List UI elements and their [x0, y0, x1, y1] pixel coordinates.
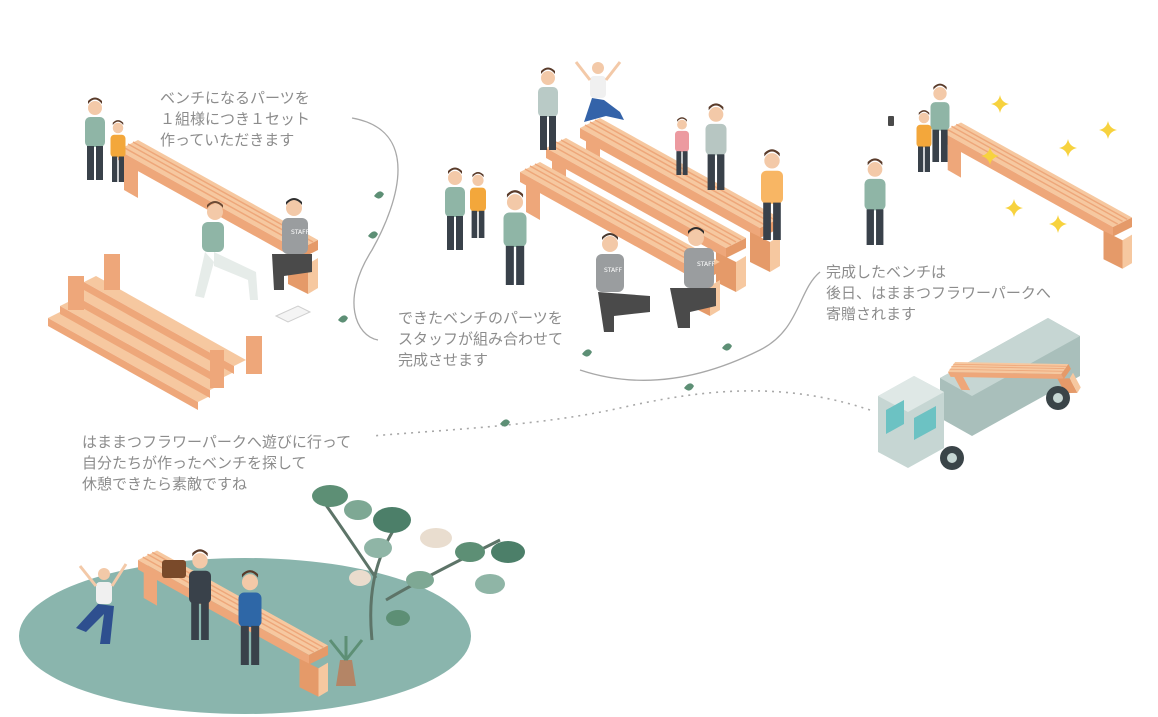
caption-line: 完成したベンチは — [826, 263, 947, 281]
leaf-icon — [338, 315, 348, 323]
jumping-child-park — [76, 563, 128, 644]
sparkle-icon — [1059, 139, 1077, 157]
caption-line: スタッフが組み合わせて — [398, 330, 564, 348]
caption-step1-make-parts: ベンチになるパーツを １組様につき１セット 作っていただきます — [160, 88, 310, 151]
sparkle-icon — [1099, 121, 1117, 139]
handbag-icon — [162, 560, 186, 578]
caption-line: 自分たちが作ったベンチを探して — [82, 454, 307, 472]
caption-line: 完成させます — [398, 351, 489, 369]
leaf-icon — [374, 191, 384, 199]
park-tree — [312, 485, 525, 641]
potted-plant-icon — [328, 636, 364, 686]
staff-tag: STAFF — [697, 261, 716, 268]
path-line-truck-to-step4 — [371, 390, 871, 437]
step4-park-scene — [19, 485, 525, 714]
leaf-icon — [684, 383, 694, 391]
instruction-booklet-icon — [274, 305, 312, 323]
step1-scene: STAFF — [48, 97, 319, 410]
caption-line: ベンチになるパーツを — [160, 89, 310, 107]
delivery-truck-icon — [878, 315, 1083, 470]
staff-tag: STAFF — [291, 229, 310, 236]
caption-line: はままつフラワーパークへ遊びに行って — [82, 433, 352, 451]
sparkle-icon — [1005, 199, 1023, 217]
step3-scene — [864, 83, 1133, 270]
jumping-child — [574, 61, 624, 122]
caption-line: 寄贈されます — [826, 305, 917, 323]
staff-tag: STAFF — [604, 267, 623, 274]
caption-line: できたベンチのパーツを — [398, 309, 563, 327]
path-line-step2-to-step3 — [579, 271, 821, 382]
caption-step3-donation: 完成したベンチは 後日、はままつフラワーパークへ 寄贈されます — [826, 262, 1051, 325]
leaf-icon — [500, 419, 510, 427]
path-line-step1-to-step2 — [351, 117, 399, 341]
kneeling-worker — [195, 201, 258, 300]
leaf-icon — [368, 231, 378, 239]
sparkle-icon — [1049, 215, 1067, 233]
staff-worker-3: STAFF — [670, 227, 716, 328]
phone-icon — [888, 116, 894, 126]
step2-scene: STAFF STAFF — [445, 61, 783, 332]
bench-parts — [48, 254, 262, 410]
caption-step4-visit-park: はままつフラワーパークへ遊びに行って 自分たちが作ったベンチを探して 休憩できた… — [82, 432, 351, 495]
staff-worker-2: STAFF — [596, 233, 650, 332]
caption-step2-staff-assembly: できたベンチのパーツを スタッフが組み合わせて 完成させます — [398, 308, 563, 371]
leaf-icon — [722, 343, 732, 351]
staff-worker-1: STAFF — [272, 198, 312, 290]
caption-line: 作っていただきます — [160, 131, 295, 149]
leaf-icon — [582, 349, 592, 357]
sparkle-icon — [991, 95, 1009, 113]
caption-line: 休憩できたら素敵ですね — [82, 475, 248, 493]
caption-line: １組様につき１セット — [160, 110, 311, 128]
caption-line: 後日、はままつフラワーパークへ — [826, 284, 1051, 302]
